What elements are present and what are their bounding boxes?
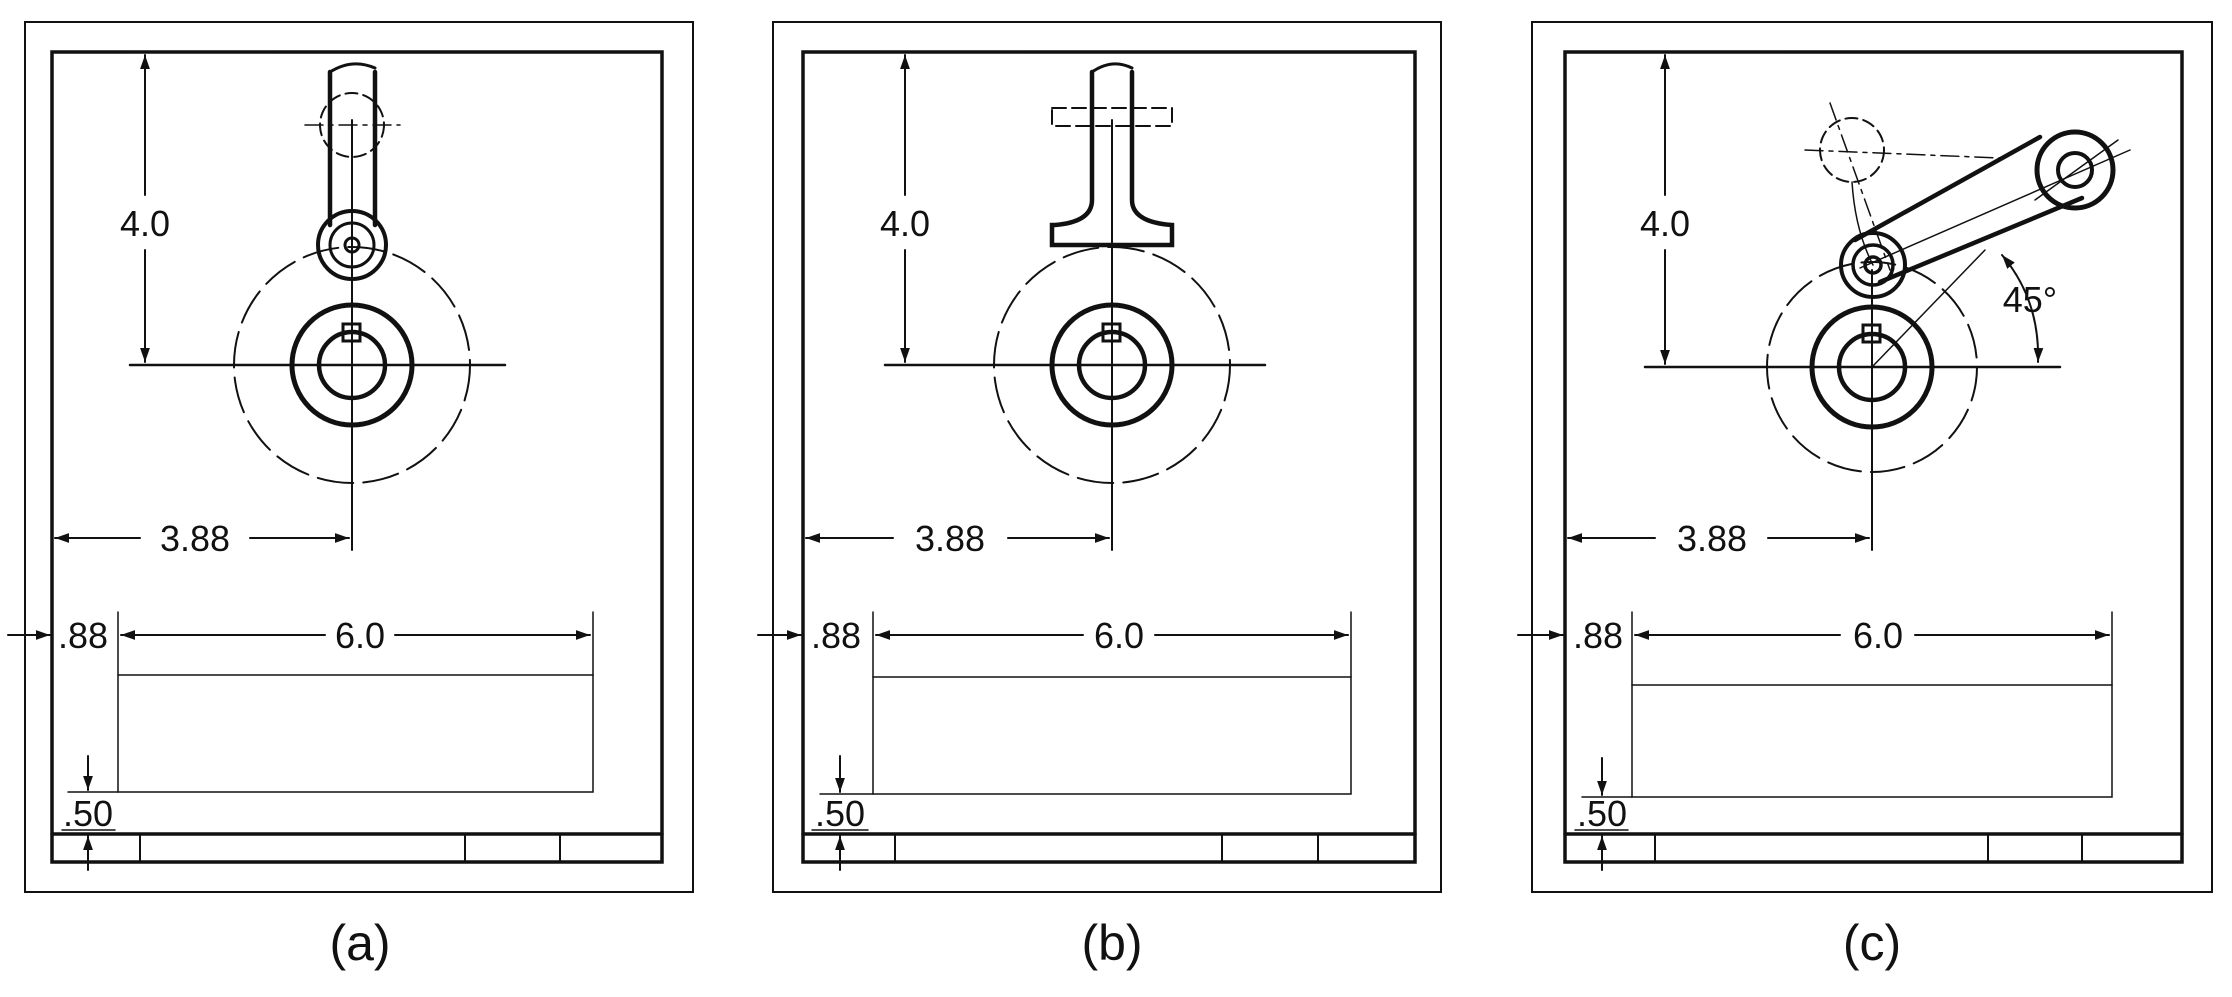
- dim-label-angle: 45°: [2003, 279, 2057, 320]
- dim-label-block-width: 6.0: [1094, 615, 1144, 656]
- keyway: [1101, 322, 1122, 343]
- dim-label-margin-left: .88: [58, 615, 108, 656]
- sheet-outline: [772, 21, 1442, 893]
- phantom-centerline: [1829, 102, 1891, 271]
- crank-arm-edge: [1877, 195, 2085, 285]
- drawing-border: [801, 50, 1417, 864]
- hub-outer-circle: [1809, 304, 1935, 430]
- panel-b: 4.0 3.88 .88 6.0 .50 (b): [757, 21, 1442, 971]
- block-area: [117, 674, 594, 793]
- dim-label-margin-left: .88: [1573, 615, 1623, 656]
- phantom-pin-edge: [1051, 107, 1173, 127]
- dim-label-block-width: 6.0: [335, 615, 385, 656]
- panel-caption: (a): [329, 915, 390, 971]
- panel-a: 4.0 3.88 .88 6.0 .50 (a): [7, 21, 694, 971]
- sheet-outline: [1531, 21, 2213, 893]
- dim-label-left-to-center: 3.88: [915, 518, 985, 559]
- keyway: [341, 322, 362, 343]
- hub-outer-circle: [289, 302, 415, 428]
- arm-break: [1090, 62, 1134, 74]
- panel-caption: (b): [1081, 915, 1142, 971]
- dim-label-margin-bottom: .50: [815, 793, 865, 834]
- dim-label-margin-left: .88: [811, 615, 861, 656]
- block-area: [1631, 684, 2113, 798]
- sheet-outline: [24, 21, 694, 893]
- pin-boss: [1839, 231, 1907, 299]
- dim-label-height: 4.0: [1640, 203, 1690, 244]
- panel-caption: (c): [1843, 915, 1901, 971]
- pin-inner: [328, 221, 376, 269]
- pin-hole: [343, 236, 361, 254]
- arm-end-hole: [2056, 151, 2094, 189]
- angle-arc-45: [2001, 254, 2044, 363]
- pin-hole: [1863, 255, 1883, 275]
- pin-inner: [1851, 243, 1895, 287]
- phantom-centerline: [1804, 149, 2001, 159]
- drawing-border: [50, 50, 664, 864]
- arm-end-boss: [2034, 129, 2116, 211]
- dim-label-left-to-center: 3.88: [1677, 518, 1747, 559]
- keyway: [1861, 323, 1882, 344]
- dim-label-margin-bottom: .50: [1577, 793, 1627, 834]
- drawing-border: [1563, 50, 2184, 864]
- arm-end-centerline: [2034, 139, 2119, 201]
- dim-label-height: 4.0: [880, 203, 930, 244]
- arm-centerline: [1859, 149, 2131, 269]
- pin-boss: [316, 209, 388, 281]
- phantom-pin-circle: [1819, 117, 1885, 183]
- phantom-circle: [233, 246, 471, 484]
- crank-arm-edge: [1852, 134, 2043, 243]
- dim-label-margin-bottom: .50: [63, 793, 113, 834]
- dim-label-left-to-center: 3.88: [160, 518, 230, 559]
- dim-label-block-width: 6.0: [1853, 615, 1903, 656]
- hub-bore-circle: [1076, 329, 1148, 401]
- angle-reference-line: [1871, 249, 1986, 368]
- hub-outer-circle: [1049, 302, 1175, 428]
- hub-bore-circle: [316, 329, 388, 401]
- hub-bore-circle: [1836, 331, 1908, 403]
- arm-break: [328, 62, 377, 74]
- block-area: [872, 676, 1352, 795]
- swing-arc: [1851, 181, 1874, 266]
- panel-c: 4.0 3.88 .88 6.0 .50 45° (c): [1517, 21, 2213, 971]
- dim-label-height: 4.0: [120, 203, 170, 244]
- crank-arm-edge: [1049, 69, 1175, 248]
